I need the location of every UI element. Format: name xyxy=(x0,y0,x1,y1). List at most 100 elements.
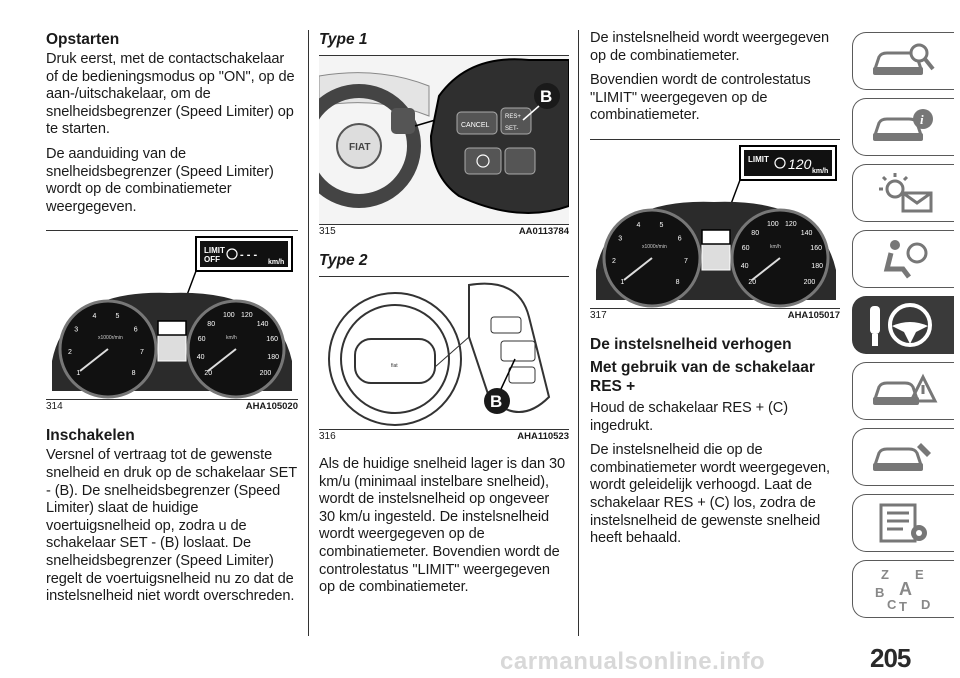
tab-emergency[interactable] xyxy=(852,362,954,420)
figure-316: fiat B xyxy=(319,276,569,430)
gauge-tick-label: 8 xyxy=(676,279,680,286)
gauge-tick-label: 2 xyxy=(68,349,72,356)
car-info-icon: i xyxy=(872,109,933,141)
figure-caption: 316 AHA110523 xyxy=(319,430,569,444)
gauge-tick-label: 160 xyxy=(810,245,822,252)
figure-code: AHA105017 xyxy=(787,309,840,321)
display-limit-text: LIMIT xyxy=(748,155,769,164)
list-settings-icon xyxy=(879,503,927,543)
tab-warning-lights[interactable] xyxy=(852,164,954,222)
gauge-unit-label: x1000r/min xyxy=(98,335,123,341)
gauge-tick-label: 5 xyxy=(116,313,120,320)
speed-limit-icon xyxy=(476,154,490,168)
gauge-tick-label: 6 xyxy=(134,327,138,334)
gauge-tick-label: 180 xyxy=(267,354,279,361)
display-unit: km/h xyxy=(268,259,284,266)
gauge-unit-label: x1000r/min xyxy=(642,244,667,250)
speed-limit-icon xyxy=(226,248,238,260)
tab-safety[interactable] xyxy=(852,230,954,288)
gauge-tick-label: 20 xyxy=(748,279,756,286)
heading-opstarten: Opstarten xyxy=(46,31,120,48)
gauge-tick-label: 100 xyxy=(767,221,779,228)
car-service-icon xyxy=(872,443,931,471)
label-b: B xyxy=(540,87,552,106)
paragraph: Versnel of vertraag tot de gewenste snel… xyxy=(46,447,297,605)
gauge-tick-label: 140 xyxy=(801,230,813,237)
gauge-tick-label: 120 xyxy=(241,312,253,319)
gauge-tick-label: 140 xyxy=(257,321,269,328)
warning-light-mail-icon xyxy=(878,173,932,213)
paragraph: Als de huidige snelheid lager is dan 30 … xyxy=(319,456,565,596)
steering-wheel-key-icon xyxy=(869,303,932,347)
speed-limit-icon xyxy=(774,157,786,169)
index-letter: A xyxy=(899,579,912,599)
paragraph: Druk eerst, met de contactschakelaar of … xyxy=(46,51,295,138)
steering-switch-type2-illustration: fiat B xyxy=(319,277,569,429)
figure-caption: 315 AA0113784 xyxy=(319,225,569,239)
heading-inschakelen: Inschakelen xyxy=(46,427,135,445)
svg-text:i: i xyxy=(920,112,924,127)
figure-code: AA0113784 xyxy=(518,226,569,237)
heading-type-2: Type 2 xyxy=(319,252,368,269)
alphabet-index-icon: Z E B A C T D xyxy=(875,567,930,613)
heading-verhogen: De instelsnelheid verhogen xyxy=(590,335,792,353)
index-letter: T xyxy=(899,599,907,613)
gauge-tick-label: 6 xyxy=(678,236,682,243)
gauge-tick-label: 2 xyxy=(612,258,616,265)
column-divider xyxy=(308,30,309,636)
tab-maintenance[interactable] xyxy=(852,428,954,486)
index-letter: B xyxy=(875,585,884,600)
index-letter: C xyxy=(887,597,897,612)
gauge-tick-label: 4 xyxy=(637,222,641,229)
gauge-tick-label: 1 xyxy=(76,370,80,377)
tab-technical-data[interactable] xyxy=(852,494,954,552)
column-middle: Type 1 FIAT CANCEL RES+ SET- B 315 AA011… xyxy=(319,30,569,604)
label-b: B xyxy=(490,392,502,411)
column-left: Opstarten Druk eerst, met de contactscha… xyxy=(46,30,298,613)
paragraph: De instelsnelheid wordt weergegeven op d… xyxy=(590,30,830,64)
figure-number: 314 xyxy=(46,401,63,413)
gauge-tick-label: 8 xyxy=(132,370,136,377)
index-letter: Z xyxy=(881,567,889,582)
gauge-unit-label: km/h xyxy=(770,244,781,250)
gauge-tick-label: 120 xyxy=(785,221,797,228)
heading-res: Met gebruik van de schakelaar RES + xyxy=(590,358,815,395)
steering-switch-type1-illustration: FIAT CANCEL RES+ SET- B xyxy=(319,56,569,224)
tab-starting-driving[interactable] xyxy=(852,296,954,354)
gauge-tick-label: 60 xyxy=(742,245,750,252)
tab-car-search[interactable] xyxy=(852,32,954,90)
watermark: carmanualsonline.info xyxy=(500,648,766,675)
gauge-tick-label: 180 xyxy=(811,263,823,270)
paragraph: Bovendien wordt de controlestatus "LIMIT… xyxy=(590,72,811,124)
gauge-tick-label: 5 xyxy=(660,222,664,229)
column-right: De instelsnelheid wordt weergegeven op d… xyxy=(590,30,840,555)
gauge-tick-label: 80 xyxy=(207,321,215,328)
gauge-tick-label: 3 xyxy=(618,236,622,243)
figure-caption: 314 AHA105020 xyxy=(46,400,298,414)
tab-car-info[interactable]: i xyxy=(852,98,954,156)
figure-code: AHA110523 xyxy=(517,431,569,442)
set-label: SET- xyxy=(505,126,518,132)
page-number: 205 xyxy=(870,643,911,673)
tab-index[interactable]: Z E B A C T D xyxy=(852,560,954,618)
gauge-tick-label: 60 xyxy=(198,336,206,343)
index-letter: E xyxy=(915,567,924,582)
display-dashes: - - - xyxy=(240,249,257,261)
car-warning-triangle-icon xyxy=(872,373,937,405)
chapter-tabs: i xyxy=(852,32,956,626)
paragraph: De aanduiding van de snelheidsbegrenzer … xyxy=(46,145,274,215)
figure-number: 316 xyxy=(319,431,336,442)
gauge-tick-label: 3 xyxy=(74,327,78,334)
figure-number: 315 xyxy=(319,226,336,237)
display-unit: km/h xyxy=(812,168,828,175)
display-limit-text: LIMIT xyxy=(204,246,225,255)
gauge-tick-label: 40 xyxy=(741,263,749,270)
figure-number: 317 xyxy=(590,309,607,321)
